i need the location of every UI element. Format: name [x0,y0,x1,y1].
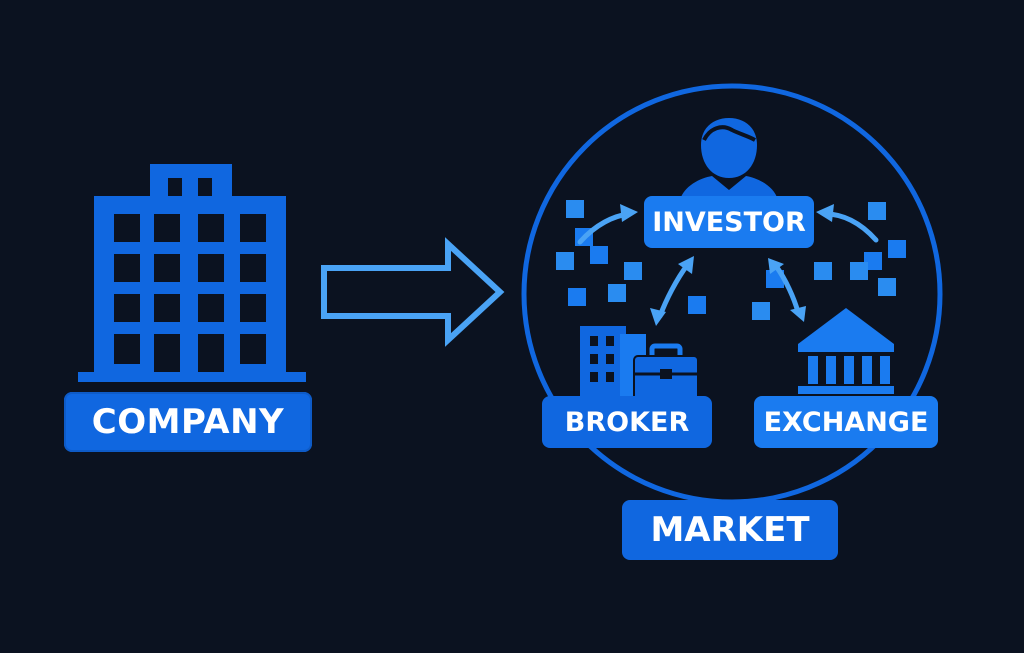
exchange-label: EXCHANGE [754,396,938,448]
bank-icon [798,308,894,394]
hair-line [702,125,756,142]
building-with-briefcase-icon [580,326,699,401]
broker-label: BROKER [542,396,712,448]
market-label: MARKET [622,500,838,560]
company-label: COMPANY [64,392,312,452]
right-arrow-icon [321,237,505,347]
office-building-icon [78,164,306,382]
data-squares-right [752,202,906,320]
arrow-heads [620,204,834,326]
investor-label: INVESTOR [644,196,814,248]
